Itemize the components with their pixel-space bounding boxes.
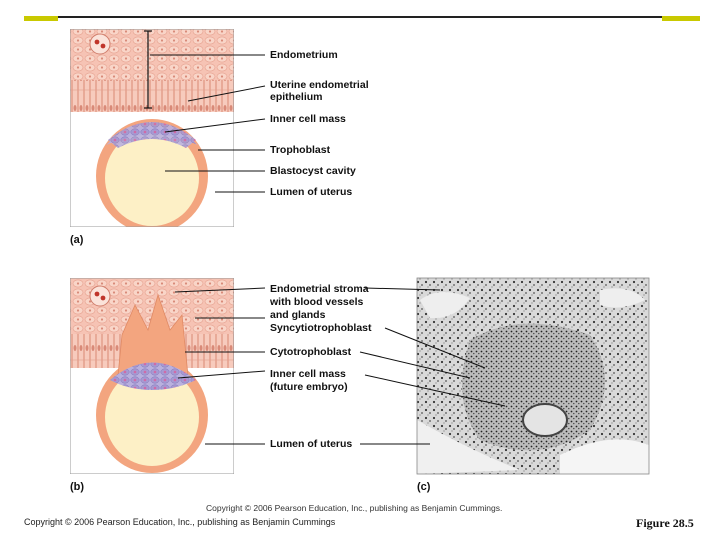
panel-a-illustration [70,29,234,227]
label-stroma-line1: Endometrial stroma [270,283,369,295]
panel-a-leaders [150,54,266,193]
panel-b-leaders [174,287,266,445]
panel-c-micrograph [416,277,650,475]
panel-c-leaders [359,287,506,445]
panel-c-letter: (c) [417,481,431,493]
label-icm-line1: Inner cell mass [270,368,346,380]
label-stroma-line2: with blood vessels [270,296,364,308]
figure-number: Figure 28.5 [636,516,694,530]
label-epithelium-line2: epithelium [270,91,323,103]
label-trophoblast: Trophoblast [270,144,331,156]
figure-copyright: Copyright © 2006 Pearson Education, Inc.… [206,503,503,513]
label-endometrium: Endometrium [270,49,338,61]
header-accent-right [662,16,700,21]
label-epithelium-line1: Uterine endometrial [270,79,369,91]
label-blastocyst-cavity: Blastocyst cavity [270,165,356,177]
label-stroma-line3: and glands [270,309,326,321]
label-lumen-b: Lumen of uterus [270,438,353,450]
label-cytotrophoblast: Cytotrophoblast [270,346,352,358]
header-rule [24,16,700,18]
panel-a-letter: (a) [70,234,84,246]
label-syncytiotrophoblast: Syncytiotrophoblast [270,322,372,334]
header-accent-left [24,16,58,21]
label-lumen-a: Lumen of uterus [270,186,353,198]
panel-b-illustration [70,278,234,474]
panel-b-letter: (b) [70,481,85,493]
label-inner-cell-mass: Inner cell mass [270,113,346,125]
footer-copyright: Copyright © 2006 Pearson Education, Inc.… [24,517,336,527]
label-icm-line2: (future embryo) [270,381,348,393]
